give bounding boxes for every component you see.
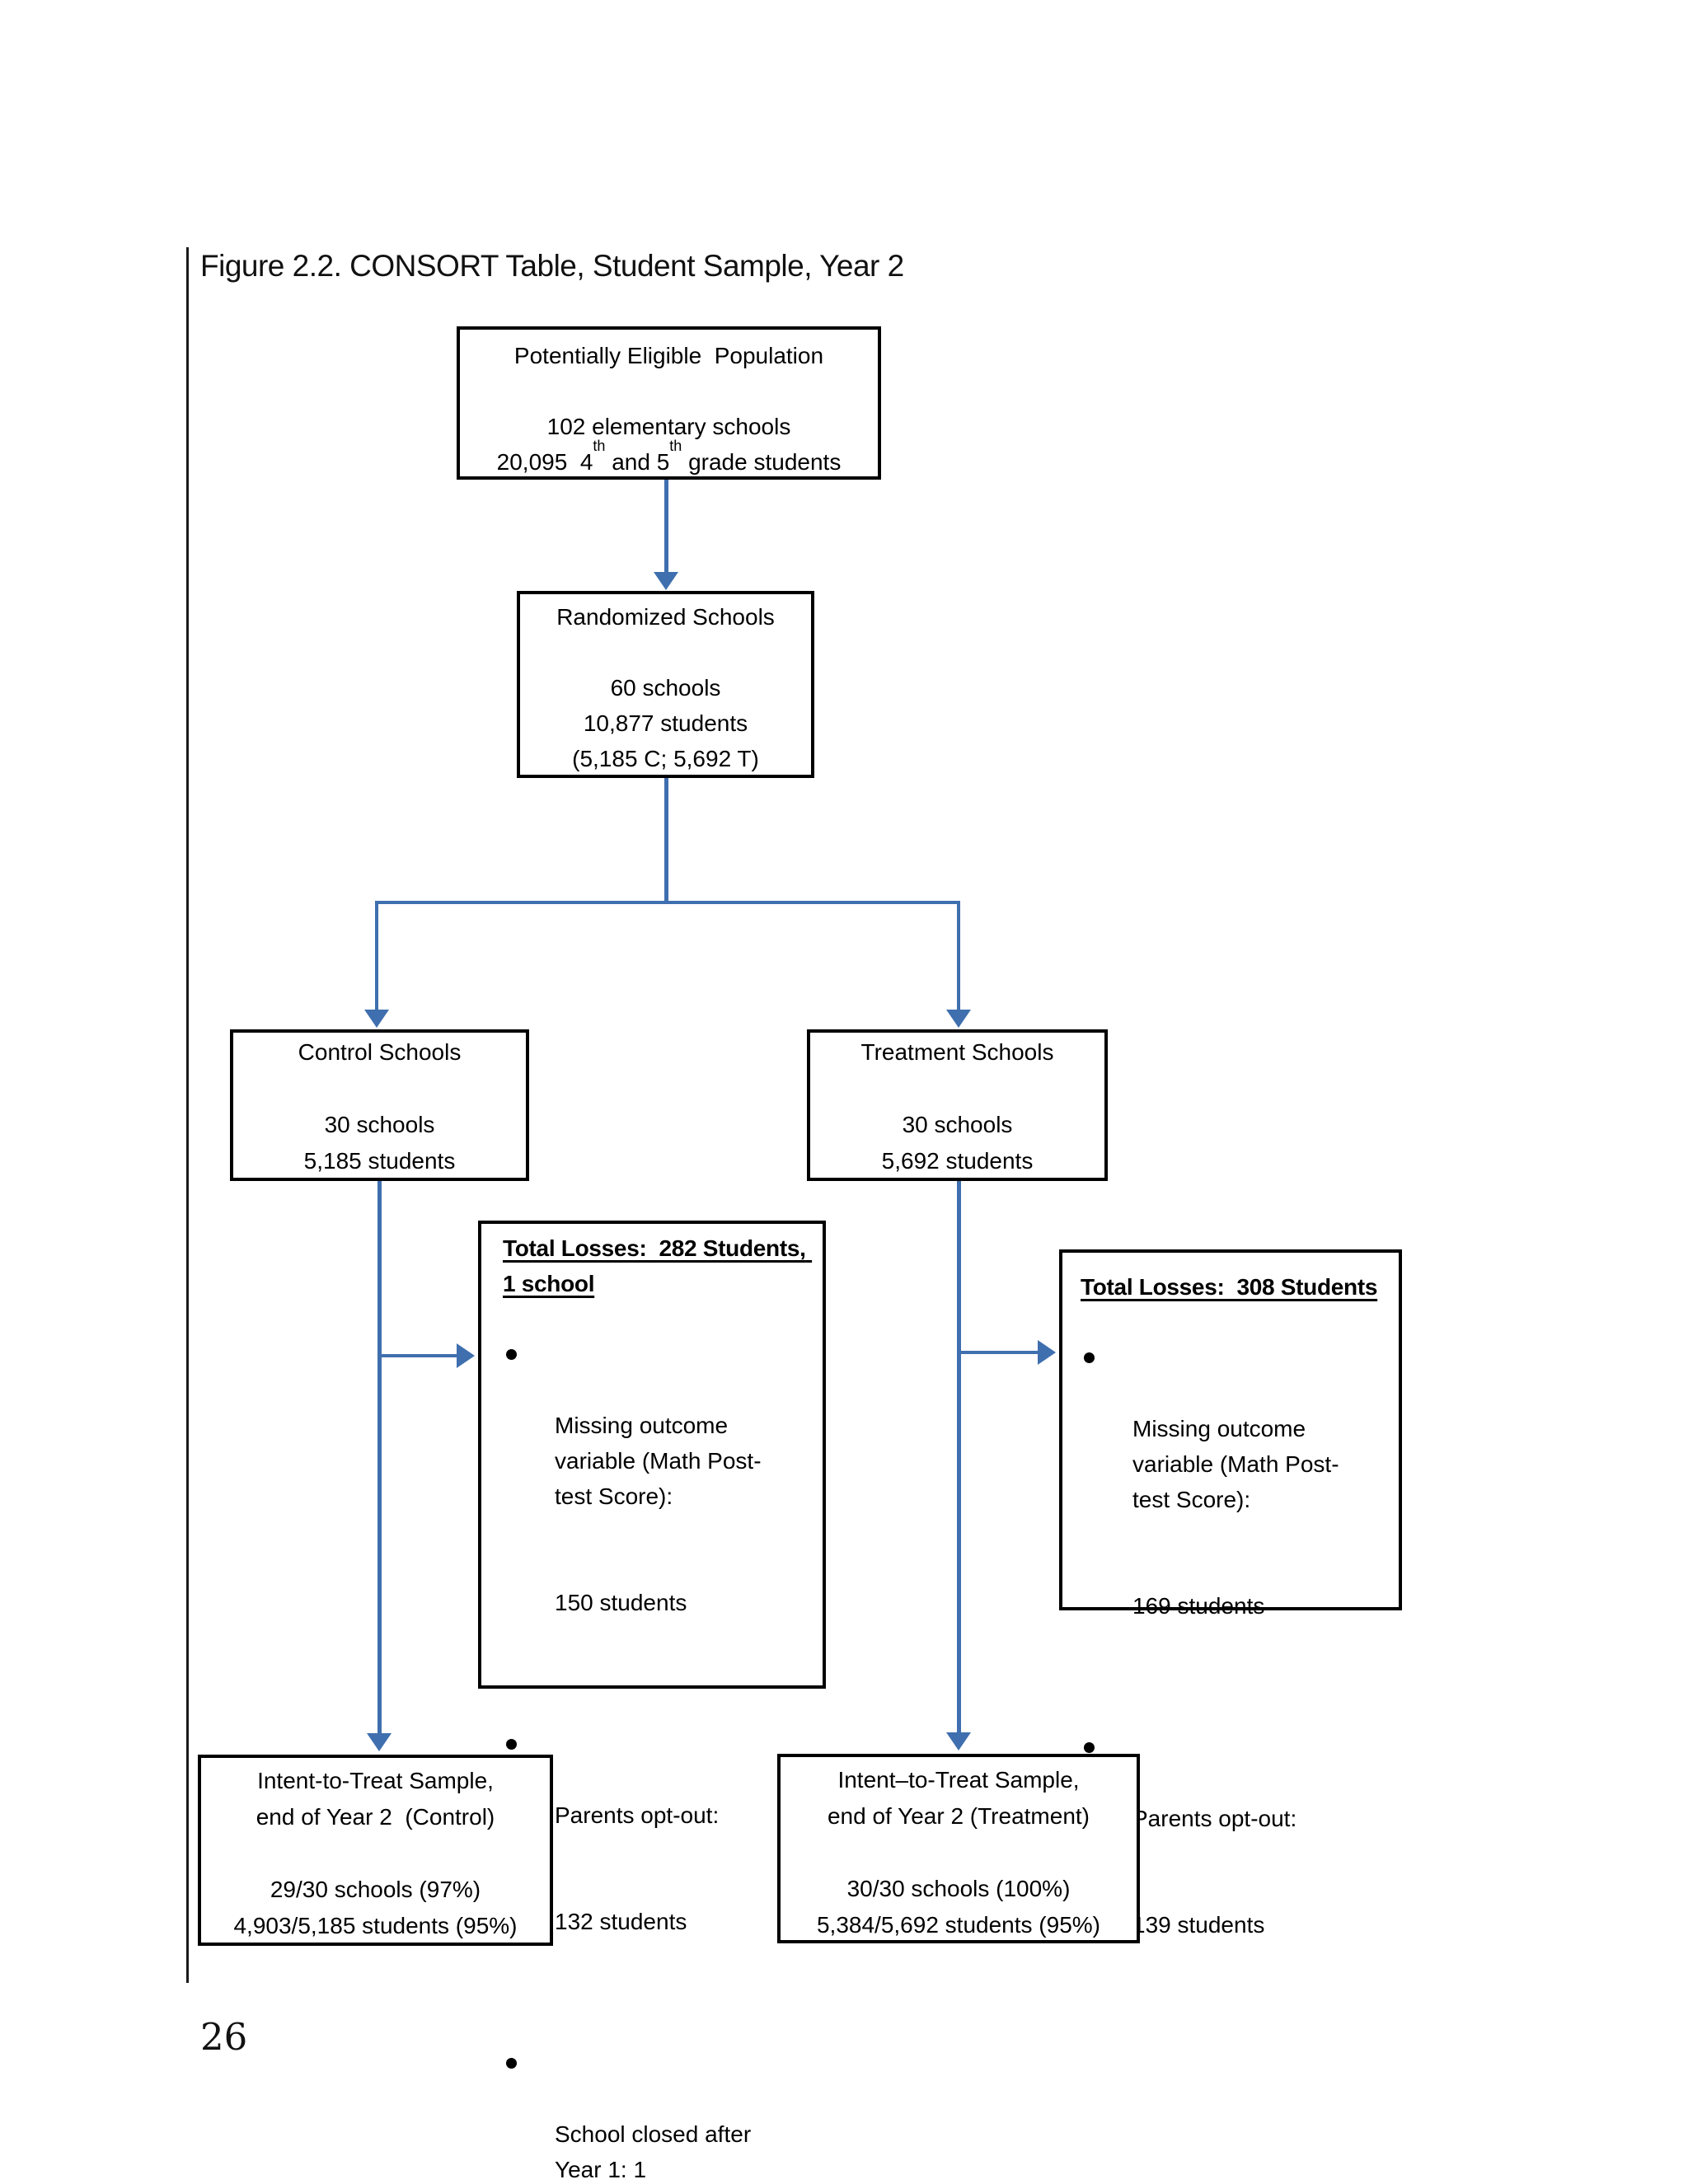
box-potentially-eligible-population: Potentially Eligible Population 102 elem…	[457, 326, 881, 480]
connector-eligible-to-randomized	[664, 480, 668, 574]
box-subtitle: end of Year 2 (Treatment)	[827, 1803, 1090, 1829]
connector-branch-horizontal	[375, 901, 960, 904]
bullet-text: Parents opt-out: 132 students	[555, 1727, 795, 2010]
losses-heading: Total Losses: 282 Students, 1 school	[503, 1235, 813, 1296]
spacer	[460, 373, 878, 409]
connector-to-treatment	[957, 901, 960, 1012]
loss-count: 139 students	[1132, 1912, 1265, 1938]
box-control-schools: Control Schools 30 schools 5,185 student…	[230, 1029, 529, 1181]
bullet-text: Parents opt-out: 139 students	[1132, 1730, 1373, 2013]
list-item: Parents opt-out: 132 students	[503, 1727, 818, 2010]
bullet-icon	[1084, 1352, 1095, 1363]
connector-branch-stem	[664, 778, 668, 904]
right-arrowhead-icon	[1038, 1340, 1056, 1365]
students-count-text: grade students	[682, 449, 842, 475]
loss-reason: Missing outcome variable (Math Post-test…	[1132, 1416, 1339, 1512]
connector-to-control	[375, 901, 378, 1012]
schools-count: 30 schools	[324, 1112, 435, 1137]
schools-count: 102 elementary schools	[546, 414, 791, 439]
ordinal-superscript: th	[593, 437, 606, 454]
schools-retained: 29/30 schools (97%)	[270, 1877, 481, 1902]
connector-treatment-to-losses	[959, 1351, 1039, 1354]
students-count-text: 20,095 4	[496, 449, 593, 475]
page-number: 26	[200, 2015, 248, 2059]
connector-control-to-itt	[377, 1181, 382, 1736]
loss-reason: Parents opt-out:	[555, 1802, 720, 1828]
box-title: Treatment Schools	[860, 1039, 1054, 1065]
students-count: 10,877 students	[583, 710, 748, 736]
schools-count: 60 schools	[610, 675, 721, 701]
loss-reason: School closed after Year 1: 1	[555, 2121, 757, 2182]
bullet-icon	[506, 2058, 517, 2069]
right-arrowhead-icon	[457, 1343, 475, 1368]
schools-count: 30 schools	[902, 1112, 1013, 1137]
down-arrowhead-icon	[946, 1010, 971, 1028]
loss-reason: Parents opt-out:	[1132, 1806, 1297, 1831]
bullet-icon	[1084, 1742, 1095, 1753]
box-total-losses-control: Total Losses: 282 Students, 1 school Mis…	[478, 1221, 826, 2182]
students-retained: 5,384/5,692 students (95%)	[816, 1912, 1100, 1938]
box-treatment-schools: Treatment Schools 30 schools 5,692 stude…	[807, 1029, 1108, 1181]
students-count: 5,185 students	[303, 1148, 456, 1174]
group-split: (5,185 C; 5,692 T)	[572, 746, 759, 771]
spacer	[781, 1835, 1137, 1871]
losses-heading: Total Losses: 308 Students	[1081, 1274, 1378, 1300]
loss-count: 132 students	[555, 1909, 687, 1934]
box-itt-sample-treatment: Intent–to-Treat Sample, end of Year 2 (T…	[777, 1754, 1140, 1943]
box-title: Potentially Eligible Population	[513, 343, 824, 368]
down-arrowhead-icon	[367, 1733, 392, 1751]
spacer	[201, 1835, 550, 1872]
figure-left-rule	[186, 247, 189, 1983]
loss-reason: Missing outcome variable (Math Post-test…	[555, 1413, 762, 1509]
box-subtitle: end of Year 2 (Control)	[256, 1804, 495, 1830]
figure-title: Figure 2.2. CONSORT Table, Student Sampl…	[200, 249, 904, 283]
spacer	[233, 1071, 526, 1107]
schools-retained: 30/30 schools (100%)	[846, 1876, 1071, 1901]
loss-count: 150 students	[555, 1590, 687, 1615]
students-count-text: and 5	[605, 449, 670, 475]
box-randomized-schools: Randomized Schools 60 schools 10,877 stu…	[517, 591, 814, 778]
bullet-icon	[506, 1739, 517, 1750]
box-title: Intent-to-Treat Sample,	[257, 1768, 494, 1793]
down-arrowhead-icon	[946, 1732, 971, 1750]
spacer	[810, 1071, 1104, 1107]
bullet-icon	[506, 1349, 517, 1360]
box-itt-sample-control: Intent-to-Treat Sample, end of Year 2 (C…	[198, 1755, 553, 1946]
students-retained: 4,903/5,185 students (95%)	[233, 1913, 518, 1938]
spacer	[520, 635, 811, 670]
list-item: Missing outcome variable (Math Post-test…	[1081, 1340, 1394, 1694]
list-item: School closed after Year 1: 1	[503, 2046, 818, 2184]
loss-count: 169 students	[1132, 1593, 1265, 1619]
connector-control-to-losses	[379, 1354, 458, 1357]
students-count: 20,095 4th and 5th grade students	[460, 438, 878, 480]
bullet-text: Missing outcome variable (Math Post-test…	[555, 1337, 795, 1691]
bullet-text: School closed after Year 1: 1	[555, 2046, 795, 2184]
connector-treatment-to-itt	[957, 1181, 961, 1735]
list-item: Missing outcome variable (Math Post-test…	[503, 1337, 818, 1691]
box-total-losses-treatment: Total Losses: 308 Students Missing outco…	[1059, 1249, 1402, 1938]
down-arrowhead-icon	[364, 1010, 389, 1028]
ordinal-superscript: th	[669, 437, 682, 454]
box-title: Control Schools	[298, 1039, 462, 1065]
box-title: Randomized Schools	[556, 604, 775, 630]
bullet-text: Missing outcome variable (Math Post-test…	[1132, 1340, 1373, 1694]
box-title: Intent–to-Treat Sample,	[837, 1767, 1080, 1793]
down-arrowhead-icon	[654, 572, 678, 590]
students-count: 5,692 students	[881, 1148, 1034, 1174]
